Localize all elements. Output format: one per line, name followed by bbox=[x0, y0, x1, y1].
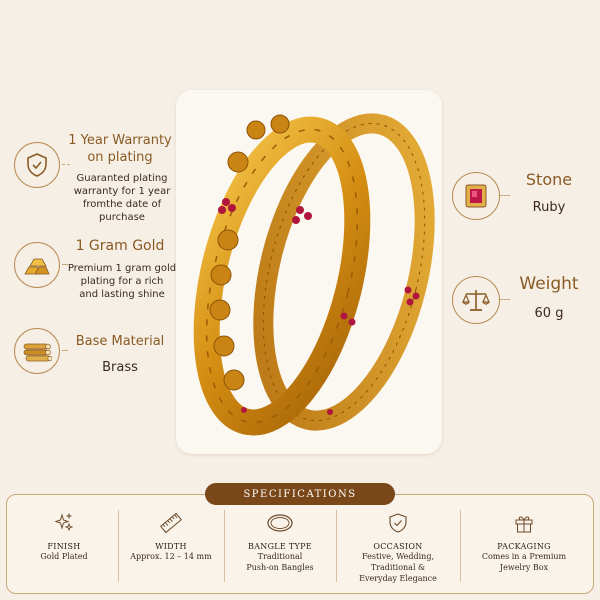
gold-description: Premium 1 gram gold plating for a rich a… bbox=[64, 262, 180, 301]
spec-label: BANGLE TYPE bbox=[248, 542, 312, 551]
specifications-heading: SPECIFICATIONS bbox=[205, 483, 395, 505]
bangles-illustration bbox=[193, 113, 435, 436]
weight-value: 60 g bbox=[534, 306, 564, 321]
spec-packaging: PACKAGING Comes in a Premium Jewelry Box bbox=[462, 508, 586, 586]
divider-dash bbox=[62, 350, 68, 351]
weight-title: Weight bbox=[519, 274, 579, 294]
shield-check-icon bbox=[389, 513, 407, 533]
warranty-title: 1 Year Warranty on plating bbox=[68, 132, 172, 166]
spec-divider bbox=[460, 510, 461, 582]
spec-value: Traditional & bbox=[370, 563, 426, 572]
stone-title: Stone bbox=[525, 170, 573, 189]
gold-feature-icon bbox=[14, 242, 60, 288]
spec-width: WIDTH Approx. 12 – 14 mm bbox=[120, 508, 222, 586]
spec-value: Traditional bbox=[257, 552, 303, 561]
spec-value: Gold Plated bbox=[40, 552, 88, 561]
warranty-desc-line: Guaranted plating bbox=[76, 173, 168, 184]
spec-divider bbox=[118, 510, 119, 582]
spec-value: Festive, Wedding, bbox=[362, 552, 434, 561]
spec-label: OCCASION bbox=[373, 542, 423, 551]
stone-value: Ruby bbox=[532, 200, 566, 215]
shield-check-icon bbox=[27, 153, 47, 177]
divider-dash bbox=[62, 264, 68, 265]
stone-feature-icon bbox=[452, 172, 500, 220]
product-image-card bbox=[176, 90, 442, 454]
sparkle-icon bbox=[54, 512, 74, 532]
spec-divider bbox=[224, 510, 225, 582]
material-title: Base Material bbox=[75, 334, 165, 349]
gift-box-icon bbox=[515, 516, 533, 533]
warranty-description: Guaranted plating warranty for 1 year fr… bbox=[64, 172, 180, 224]
divider-dash bbox=[500, 299, 510, 300]
balance-scale-icon bbox=[462, 290, 490, 311]
spec-occasion: OCCASION Festive, Wedding, Traditional &… bbox=[338, 508, 458, 586]
bangle-icon bbox=[267, 514, 293, 532]
warranty-title-line-2: on plating bbox=[87, 150, 153, 165]
gold-desc-line: and lasting shine bbox=[79, 289, 165, 300]
ruby-stone-icon bbox=[465, 184, 487, 208]
weight-feature-icon bbox=[452, 276, 500, 324]
material-value: Brass bbox=[102, 360, 138, 375]
warranty-title-line-1: 1 Year Warranty bbox=[68, 133, 172, 148]
spec-value: Jewelry Box bbox=[499, 563, 549, 572]
ruler-icon bbox=[160, 512, 182, 534]
gold-desc-line: plating for a rich bbox=[80, 276, 164, 287]
spec-finish: FINISH Gold Plated bbox=[12, 508, 116, 586]
spec-value: Everyday Elegance bbox=[359, 574, 437, 583]
gold-desc-line: Premium 1 gram gold bbox=[67, 263, 177, 274]
spec-label: PACKAGING bbox=[497, 542, 551, 551]
spec-value: Comes in a Premium bbox=[481, 552, 567, 561]
spec-value: Push-on Bangles bbox=[246, 563, 314, 572]
material-feature-icon bbox=[14, 328, 60, 374]
spec-label: FINISH bbox=[47, 542, 81, 551]
divider-dash bbox=[62, 164, 70, 165]
warranty-feature-icon bbox=[14, 142, 60, 188]
gold-title: 1 Gram Gold bbox=[75, 238, 165, 254]
warranty-desc-line: purchase bbox=[99, 212, 145, 223]
warranty-desc-line: warranty for 1 year bbox=[73, 186, 171, 197]
divider-dash bbox=[500, 195, 510, 196]
spec-value: Approx. 12 – 14 mm bbox=[130, 552, 212, 561]
gold-bars-icon bbox=[24, 258, 50, 275]
spec-divider bbox=[336, 510, 337, 582]
brass-tubes-icon bbox=[23, 343, 52, 362]
specifications-panel bbox=[6, 494, 594, 594]
warranty-desc-line: fromthe date of bbox=[82, 199, 162, 210]
spec-label: WIDTH bbox=[155, 542, 187, 551]
spec-bangle-type: BANGLE TYPE Traditional Push-on Bangles bbox=[226, 508, 334, 586]
